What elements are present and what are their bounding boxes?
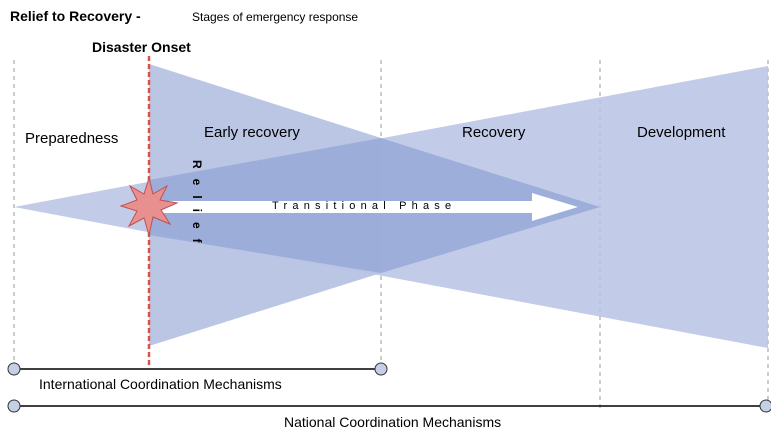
international-start-node <box>7 362 21 376</box>
national-coordination-label: National Coordination Mechanisms <box>284 414 502 430</box>
relief-label: Relief <box>190 160 204 253</box>
transitional-arrow <box>155 193 578 221</box>
national-start-node <box>7 399 21 413</box>
national-end-node <box>759 399 771 413</box>
relief-starburst-icon <box>119 176 179 236</box>
phase-early-recovery: Early recovery <box>204 124 300 141</box>
phase-development: Development <box>637 124 726 141</box>
disaster-onset-label: Disaster Onset <box>92 39 191 55</box>
diagram-subtitle: Stages of emergency response <box>192 10 359 24</box>
phase-recovery: Recovery <box>462 124 526 141</box>
phase-preparedness: Preparedness <box>25 130 119 147</box>
transitional-phase-label: Transitional Phase <box>272 200 457 212</box>
international-coordination-label: International Coordination Mechanisms <box>39 376 282 392</box>
international-end-node <box>374 362 388 376</box>
diagram-title: Relief to Recovery - <box>10 8 141 24</box>
